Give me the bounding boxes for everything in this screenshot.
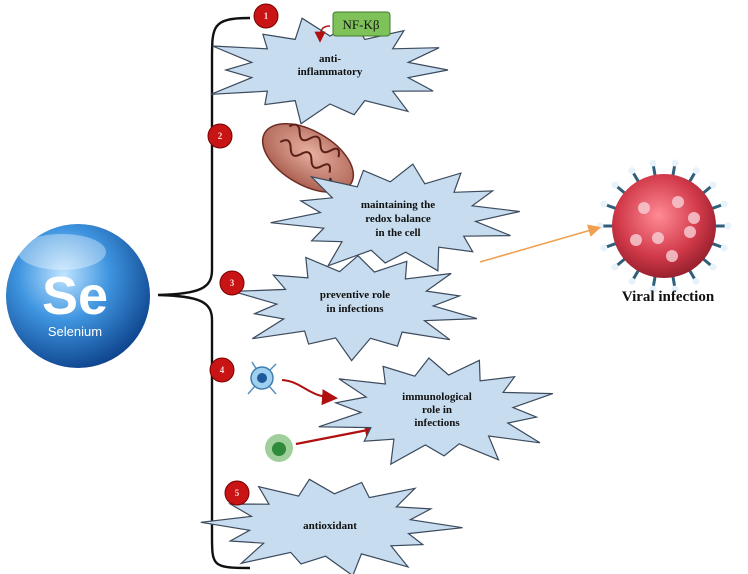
role-label-line: maintaining the xyxy=(361,199,435,211)
role-label-line: anti- xyxy=(319,53,341,65)
number-badge-2: 2 xyxy=(207,123,233,149)
antigen-presenting-cell xyxy=(247,361,277,395)
number-badge-5: 5 xyxy=(224,480,250,506)
role-label-line: redox balance xyxy=(365,213,431,225)
nfkb-box: NF-Kβ xyxy=(314,11,391,43)
role-label-line: infections xyxy=(414,417,460,429)
role-burst-3: preventive role in infections xyxy=(233,254,478,362)
role-label-line: role in xyxy=(422,404,452,416)
cell-arrow-lower xyxy=(295,421,383,446)
badge-number: 3 xyxy=(230,278,235,288)
nfkb-label: NF-Kβ xyxy=(343,17,380,32)
number-badge-1: 1 xyxy=(253,3,279,29)
role-label-line: antioxidant xyxy=(303,520,357,532)
burst-shape xyxy=(200,478,463,574)
selenium-symbol: Se xyxy=(42,266,108,326)
badge-number: 2 xyxy=(218,131,223,141)
role-label-line: immunological xyxy=(402,391,472,403)
role-label-line: inflammatory xyxy=(298,66,363,78)
role-burst-5: antioxidant xyxy=(200,478,463,574)
lymphocyte-cell xyxy=(265,434,293,462)
selenium-name: Selenium xyxy=(48,324,102,339)
mitochondrion-illustration xyxy=(261,123,360,207)
role-burst-2: maintaining the redox balance in the cell xyxy=(270,163,520,272)
cell-arrow-upper xyxy=(281,379,338,406)
virus-label: Viral infection xyxy=(622,289,715,305)
selenium-sphere: Se Selenium xyxy=(6,224,150,368)
number-badge-3: 3 xyxy=(219,270,245,296)
burst-shape xyxy=(233,254,478,362)
burst-shape xyxy=(270,163,520,272)
role-burst-1: anti-inflammatory xyxy=(210,17,449,125)
role-label-line: preventive role xyxy=(320,289,390,301)
badge-number: 1 xyxy=(264,11,269,21)
arrow-to-virus xyxy=(479,224,602,263)
virus-illustration xyxy=(596,159,732,293)
badge-number: 4 xyxy=(220,365,225,375)
number-badge-4: 4 xyxy=(209,357,235,383)
role-label-line: in infections xyxy=(326,303,384,315)
badge-number: 5 xyxy=(235,488,240,498)
burst-shape xyxy=(318,357,554,466)
role-label-line: in the cell xyxy=(375,227,420,239)
curly-bracket xyxy=(157,16,251,570)
